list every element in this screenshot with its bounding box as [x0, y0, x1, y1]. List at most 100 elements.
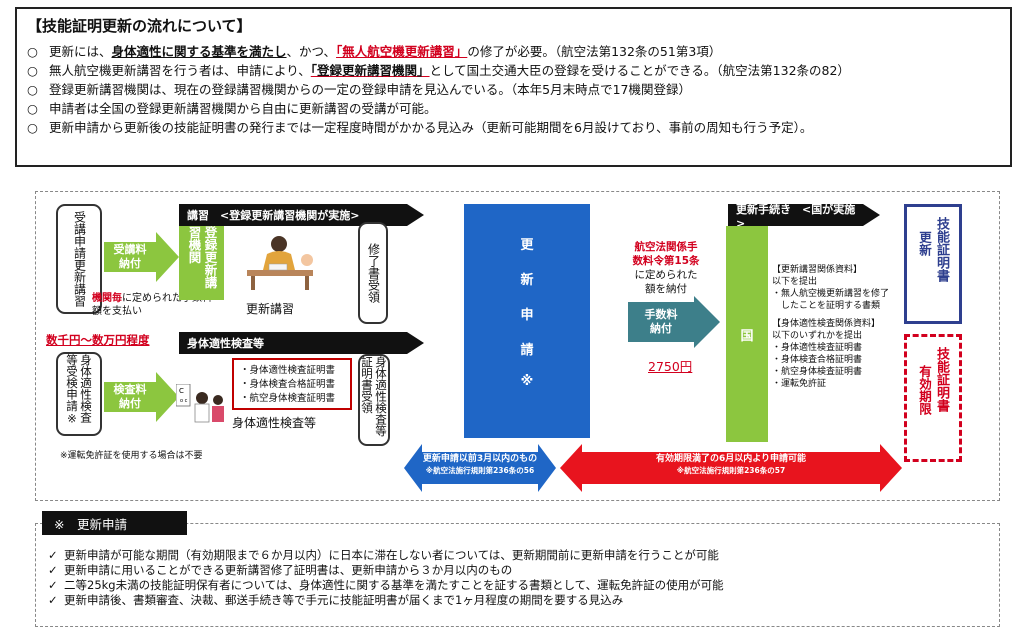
procedure-docs: 【更新講習関係資料】 以下を提出 ・無人航空機更新講習を修了 したことを証明する…	[772, 264, 942, 390]
renewal-application-char: 請	[520, 343, 534, 358]
summary-title: 【技能証明更新の流れについて】	[27, 17, 252, 35]
government-column: 国	[726, 226, 768, 442]
fee-arrow-1-label: 受講料 納付	[113, 243, 147, 270]
new-license-main: 技能証明書	[934, 217, 949, 282]
fee-amount: 2750円	[648, 359, 693, 374]
fee-arrow-2-label: 検査料 納付	[113, 383, 147, 410]
old-license-box: 有効期限 技能証明書	[904, 334, 962, 462]
new-license-box: 更新 技能証明書	[904, 204, 962, 324]
circle-bullet-icon: ○	[27, 101, 38, 116]
flow-diagram: 受講申請更新講習 受講料 納付 機関毎に定められた手数料額を支払い 数千円〜数万…	[35, 191, 1000, 501]
eye-exam-icon: C o c	[176, 384, 224, 423]
fee-arrow-2	[104, 372, 179, 422]
summary-text: 、かつ、	[286, 44, 337, 59]
circle-bullet-icon: ○	[27, 44, 38, 59]
completion-cert-label: 修了書受領	[366, 243, 381, 303]
red-period-label: 有効期限満了の6月以内より申請可能 ※航空法施行規則第236条の57	[655, 454, 807, 475]
renewal-application-column: 更新申請 ※	[464, 204, 590, 438]
exam-docs-box: ・身体適性検査証明書・身体検査合格証明書・航空身体検査証明書	[232, 358, 352, 410]
course-doc-item: ・無人航空機更新講習を修了	[772, 289, 890, 299]
summary-item: ○ 無人航空機更新講習を行う者は、申請により、「登録更新講習機関」として国土交通大…	[27, 61, 1000, 80]
exam-doc-item: ・身体検査合格証明書	[240, 379, 336, 390]
fee-rule-rest: に定められた 額を納付	[634, 269, 698, 295]
summary-text: の修了が必要。（航空法第132条の51第3項）	[467, 44, 722, 59]
check-icon: ✓	[48, 578, 58, 592]
note-item: ✓ 更新申請後、書類審査、決裁、郵送手続き等で手元に技能証明書が届くまで1ヶ月程度…	[48, 593, 989, 608]
exam-label: 身体適性検査等	[232, 416, 317, 430]
circle-bullet-icon: ○	[27, 82, 38, 97]
procedure-band-arrow	[728, 204, 880, 226]
circle-bullet-icon: ○	[27, 63, 38, 78]
course-band-arrow	[179, 204, 424, 226]
summary-box: 【技能証明更新の流れについて】 ○ 更新には、身体適性に関する基準を満たし、かつ、…	[15, 7, 1012, 167]
note-item: ✓ 二等25kg未満の技能証明保有者については、身体適性に関する基準を満たすことを…	[48, 578, 989, 593]
old-license-main: 技能証明書	[934, 347, 949, 412]
note-item: ✓ 更新申請に用いることができる更新講習修了証明書は、更新申請から３か月以内のもの	[48, 563, 989, 578]
course-label: 更新講習	[246, 302, 295, 316]
exam-band: 身体適性検査等	[187, 337, 264, 350]
renewal-note-box: ✓ 更新申請が可能な期間（有効期限まで６か月以内）に日本に滞在しない者については、…	[35, 523, 1000, 627]
summary-item: ○ 更新申請から更新後の技能証明書の発行までは一定程度時間がかかる見込み（更新可能…	[27, 118, 1000, 137]
applicant-exam-label: 身体適性検査等受検申請※	[65, 354, 93, 426]
summary-text: 「登録更新講習機関」	[310, 63, 430, 78]
summary-list: ○ 更新には、身体適性に関する基準を満たし、かつ、「無人航空機更新講習」の修了が必…	[27, 42, 1000, 137]
completion-cert-box: 修了書受領	[358, 222, 388, 324]
note-text: 更新申請後、書類審査、決裁、郵送手続き等で手元に技能証明書が届くまで1ヶ月程度の…	[64, 593, 624, 607]
applicant-course-label: 受講申請更新講習	[72, 211, 87, 307]
note-text: 更新申請が可能な期間（有効期限まで６か月以内）に日本に滞在しない者については、更…	[64, 548, 719, 562]
exam-doc-item: ・航空身体検査証明書	[240, 393, 336, 404]
exam-doc-item: ・身体適性検査証明書	[772, 343, 863, 353]
blue-period-arrow	[404, 444, 556, 492]
fee-arrow-3-label: 手数料 納付	[644, 308, 678, 335]
fee-arrow-3	[628, 296, 720, 348]
svg-text:C: C	[179, 387, 184, 395]
summary-text: 登録更新講習機関は、現在の登録講習機関からの一定の登録申請を見込んでいる。（本年…	[49, 82, 691, 97]
applicant-course-box: 受講申請更新講習	[56, 204, 102, 314]
note-list: ✓ 更新申請が可能な期間（有効期限まで６か月以内）に日本に滞在しない者については、…	[48, 548, 989, 608]
summary-text: 身体適性に関する基準を満たし	[111, 44, 287, 59]
exam-doc-item: ・運転免許証	[772, 379, 827, 389]
student-desk-icon	[241, 230, 319, 292]
red-period-arrow	[560, 444, 902, 492]
new-license-top: 更新	[917, 231, 932, 256]
check-icon: ✓	[48, 548, 58, 562]
summary-item: ○ 申請者は全国の登録更新講習機関から自由に更新講習の受講が可能。	[27, 99, 1000, 118]
summary-text: 無人航空機更新講習を行う者は、申請により、	[49, 63, 311, 78]
summary-item: ○ 更新には、身体適性に関する基準を満たし、かつ、「無人航空機更新講習」の修了が必…	[27, 42, 1000, 61]
fee-range: 数千円〜数万円程度	[46, 333, 150, 347]
exam-cert-box: 身体適性検査等証明書受領	[358, 354, 390, 446]
circle-bullet-icon: ○	[27, 120, 38, 135]
fee-arrow-1	[104, 232, 179, 282]
summary-text: 更新には、	[49, 44, 112, 59]
exam-doc-item: ・身体検査合格証明書	[772, 355, 863, 365]
check-icon: ✓	[48, 593, 58, 607]
exam-doc-item: ・航空身体検査証明書	[772, 367, 863, 377]
note-text: 更新申請に用いることができる更新講習修了証明書は、更新申請から３か月以内のもの	[64, 563, 513, 577]
summary-text: 更新申請から更新後の技能証明書の発行までは一定程度時間がかかる見込み（更新可能期…	[49, 120, 813, 135]
exam-band-arrow	[179, 332, 424, 354]
blue-period-label: 更新申請以前3月以内のもの ※航空法施行規則第236条の56	[422, 454, 538, 475]
license-note: ※運転免許証を使用する場合は不要	[60, 451, 203, 461]
summary-text: 申請者は全国の登録更新講習機関から自由に更新講習の受講が可能。	[49, 101, 437, 116]
renewal-application-char: 申	[520, 308, 534, 323]
procedure-band: 更新手続き <国が実施>	[736, 202, 856, 230]
summary-text: 「無人航空機更新講習」	[336, 44, 468, 59]
note-item: ✓ 更新申請が可能な期間（有効期限まで６か月以内）に日本に滞在しない者については、…	[48, 548, 989, 563]
note-text: 二等25kg未満の技能証明保有者については、身体適性に関する基準を満たすことを証…	[64, 578, 724, 592]
exam-doc-item: ・身体適性検査証明書	[240, 365, 336, 376]
org-column: 登録更新講習機関	[179, 226, 224, 300]
renewal-application-char: ※	[520, 374, 534, 389]
fee-rule: 航空法関係手 数料令第15条	[632, 241, 700, 267]
renewal-application-char: 更	[520, 238, 534, 253]
course-band: 講習 <登録更新講習機関が実施>	[187, 209, 360, 222]
renewal-note-tab: ※ 更新申請	[42, 511, 187, 535]
summary-text: として国土交通大臣の登録を受けることができる。（航空法第132条の82）	[429, 63, 850, 78]
old-license-top: 有効期限	[917, 365, 932, 415]
exam-cert-label: 身体適性検査等証明書受領	[360, 356, 388, 437]
org-fee-note: 機関毎に定められた手数料額を支払い	[92, 293, 212, 317]
renewal-application-char: 新	[520, 273, 534, 288]
applicant-exam-box: 身体適性検査等受検申請※	[56, 352, 102, 436]
course-doc-item: したことを証明する書類	[772, 301, 881, 311]
check-icon: ✓	[48, 563, 58, 577]
svg-text:o c: o c	[180, 398, 188, 404]
